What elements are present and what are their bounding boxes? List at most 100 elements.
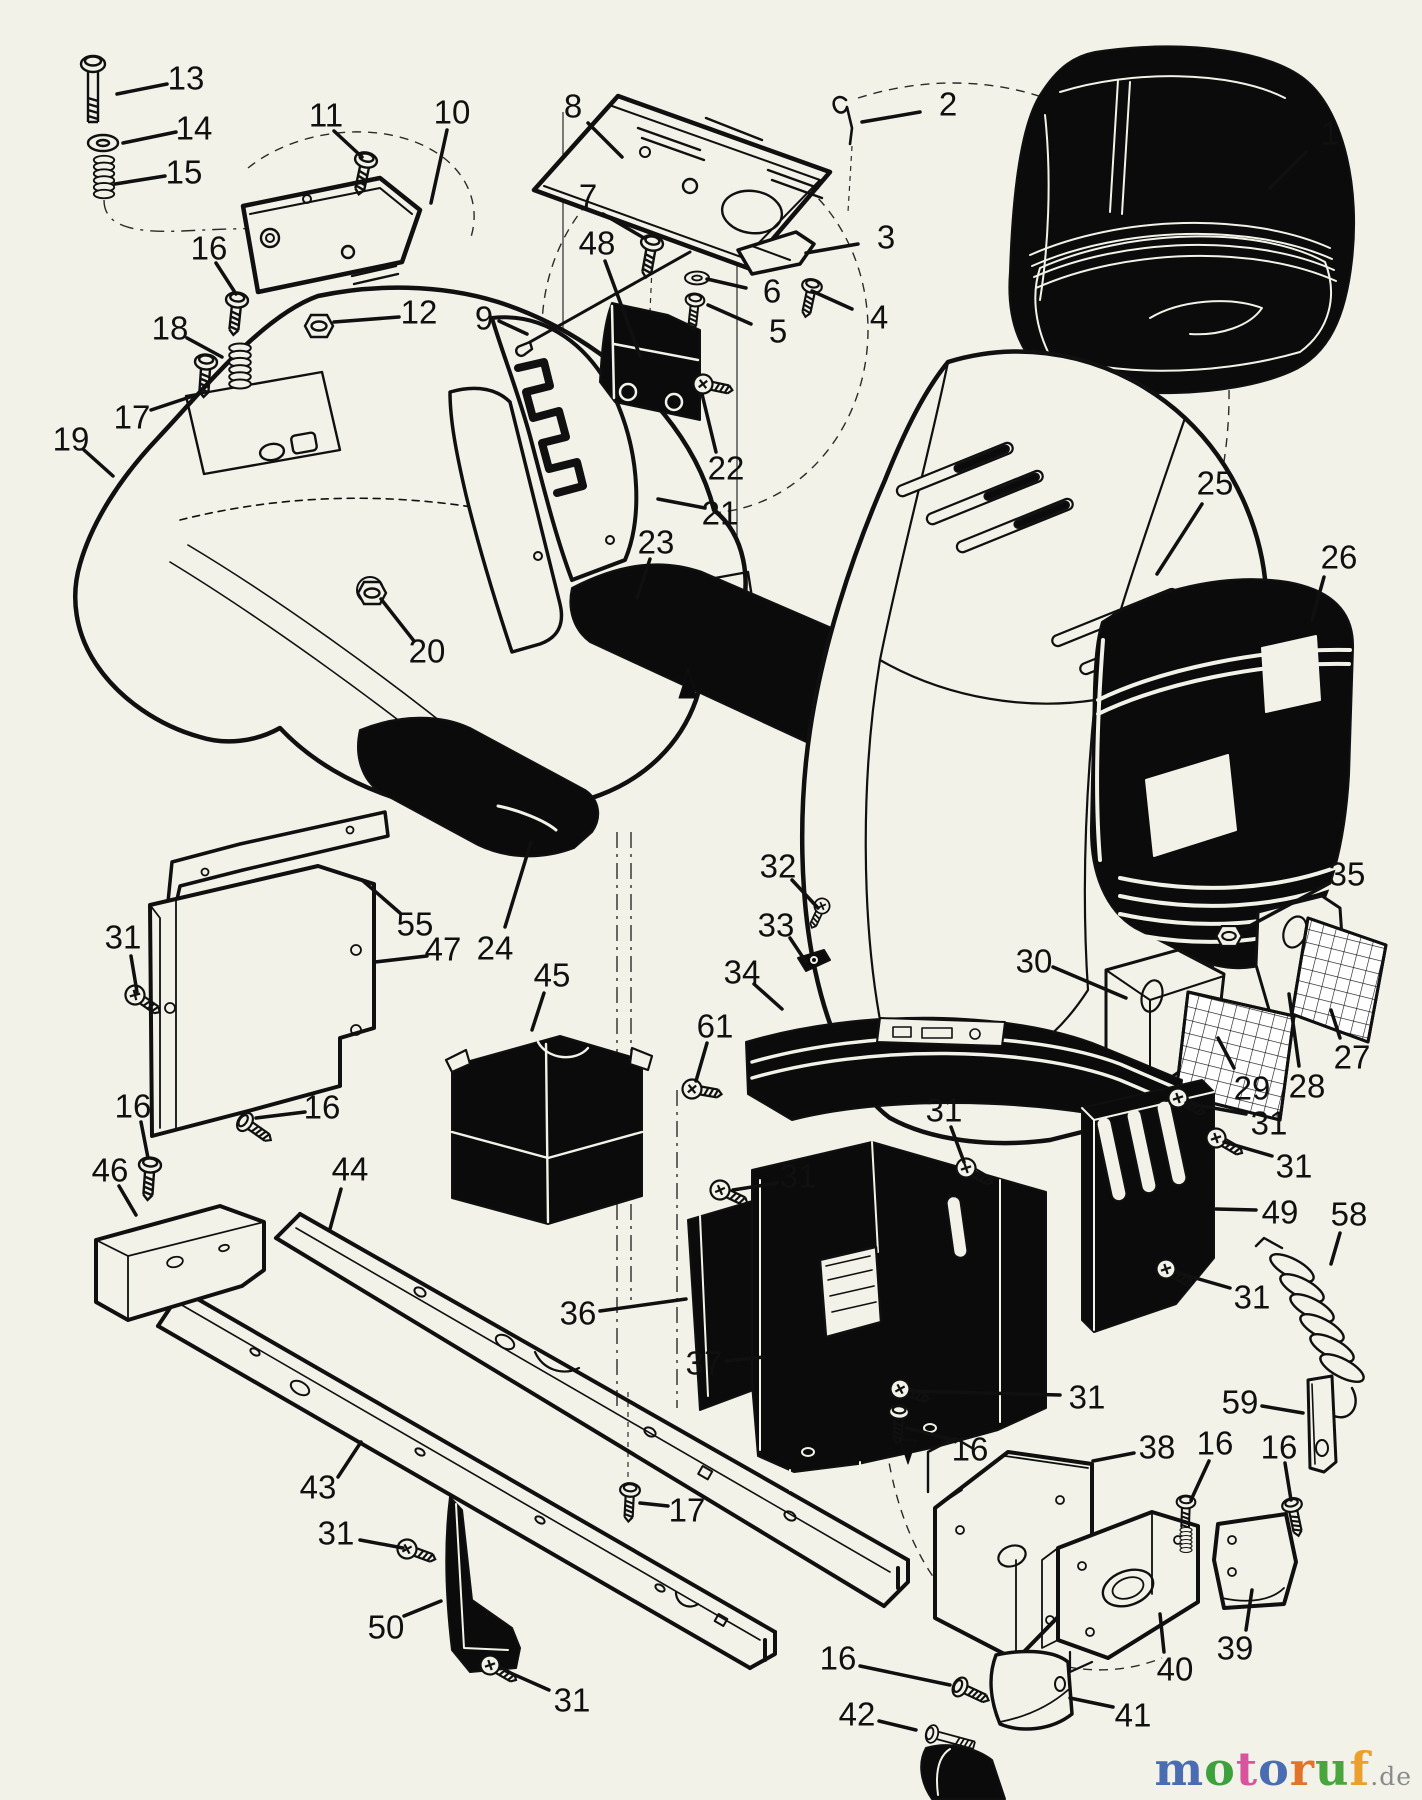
part-label-37: 37 bbox=[686, 1345, 766, 1382]
leader-line bbox=[598, 1297, 688, 1313]
part-label-3: 3 bbox=[804, 219, 895, 256]
part-label-8: 8 bbox=[564, 88, 624, 159]
part-number: 16 bbox=[115, 1088, 152, 1125]
part-label-27: 27 bbox=[1329, 1008, 1370, 1076]
part-number: 31 bbox=[105, 919, 142, 956]
part-seat-1 bbox=[1008, 45, 1356, 395]
part-number: 1 bbox=[1321, 115, 1339, 152]
part-bracket-46 bbox=[94, 1204, 266, 1322]
leader-line bbox=[752, 982, 784, 1011]
part-label-17: 17 bbox=[638, 1492, 705, 1529]
part-label-16: 16 bbox=[905, 1426, 988, 1468]
part-label-19: 19 bbox=[53, 421, 115, 478]
part-number: 6 bbox=[763, 273, 781, 310]
leader-line bbox=[731, 1181, 779, 1192]
part-label-16: 16 bbox=[191, 230, 238, 296]
part-number: 49 bbox=[1262, 1194, 1299, 1231]
leader-line bbox=[1240, 882, 1330, 932]
part-number: 25 bbox=[1197, 465, 1234, 502]
part-frame-rail-44 bbox=[274, 1212, 910, 1608]
part-label-45: 45 bbox=[530, 957, 570, 1032]
part-label-42: 42 bbox=[839, 1696, 918, 1733]
part-label-10: 10 bbox=[429, 94, 470, 205]
assembly-arrow-down-icon bbox=[899, 1439, 917, 1465]
part-bracket-40 bbox=[1041, 1510, 1200, 1674]
part-number: 19 bbox=[53, 421, 90, 458]
part-number: 44 bbox=[332, 1151, 369, 1188]
part-number: 8 bbox=[564, 88, 582, 125]
part-number: 26 bbox=[1321, 539, 1358, 576]
part-label-33: 33 bbox=[758, 907, 808, 964]
leader-line bbox=[1268, 150, 1308, 190]
part-label-11: 11 bbox=[309, 97, 364, 159]
leader-line bbox=[1329, 1008, 1342, 1040]
leader-line bbox=[905, 1426, 955, 1442]
part-number: 55 bbox=[397, 906, 434, 943]
part-number: 12 bbox=[401, 294, 438, 331]
leader-line bbox=[530, 991, 546, 1032]
part-number: 42 bbox=[839, 1696, 876, 1733]
watermark-letter: m bbox=[1154, 1742, 1205, 1796]
leader-line bbox=[603, 259, 642, 358]
leader-line bbox=[332, 315, 401, 324]
part-number: 31 bbox=[554, 1682, 591, 1719]
leader-line bbox=[694, 1041, 709, 1083]
part-label-31: 31 bbox=[318, 1515, 405, 1552]
part-label-29: 29 bbox=[1216, 1036, 1270, 1107]
part-label-47: 47 bbox=[373, 931, 462, 968]
part-label-30: 30 bbox=[1016, 943, 1128, 1000]
leader-line bbox=[1216, 1036, 1236, 1070]
leader-line bbox=[1329, 1231, 1342, 1266]
washer-6-icon bbox=[684, 270, 710, 286]
part-label-31: 31 bbox=[1222, 1140, 1312, 1185]
part-number: 16 bbox=[1261, 1429, 1298, 1466]
part-label-46: 46 bbox=[92, 1152, 138, 1217]
part-label-38: 38 bbox=[1091, 1429, 1175, 1466]
part-label-16: 16 bbox=[115, 1088, 152, 1160]
leader-line bbox=[185, 336, 224, 359]
part-number: 36 bbox=[560, 1295, 597, 1332]
leader-line bbox=[373, 954, 429, 964]
part-number: 33 bbox=[758, 907, 795, 944]
part-label-15: 15 bbox=[113, 154, 202, 191]
part-label-26: 26 bbox=[1310, 539, 1358, 622]
part-number: 47 bbox=[425, 931, 462, 968]
part-label-2: 2 bbox=[860, 86, 957, 124]
leader-line bbox=[1155, 502, 1204, 576]
part-side-skirt-49 bbox=[1081, 1079, 1215, 1333]
part-label-40: 40 bbox=[1157, 1612, 1193, 1688]
part-number: 32 bbox=[760, 848, 797, 885]
part-label-16: 16 bbox=[820, 1640, 952, 1687]
leader-line bbox=[790, 878, 820, 910]
part-label-48: 48 bbox=[579, 225, 642, 358]
watermark-letter: r bbox=[1289, 1742, 1315, 1796]
part-label-28: 28 bbox=[1287, 992, 1325, 1105]
leader-line bbox=[1176, 1271, 1232, 1290]
part-footrest-pad-24 bbox=[357, 716, 600, 858]
leader-line bbox=[586, 121, 624, 159]
part-number: 39 bbox=[1217, 1630, 1254, 1667]
part-label-4: 4 bbox=[810, 289, 888, 336]
part-number: 7 bbox=[579, 178, 597, 215]
part-number: 31 bbox=[780, 1158, 817, 1195]
leader-line bbox=[497, 319, 529, 336]
leader-line bbox=[503, 840, 533, 929]
part-number: 30 bbox=[1016, 943, 1053, 980]
part-label-25: 25 bbox=[1155, 465, 1234, 576]
leader-line bbox=[402, 1599, 443, 1618]
part-label-36: 36 bbox=[560, 1295, 688, 1332]
part-number: 48 bbox=[579, 225, 616, 262]
leader-line bbox=[1287, 992, 1301, 1068]
part-grille-26 bbox=[1089, 578, 1355, 970]
watermark-main: motoruf bbox=[1154, 1742, 1370, 1796]
leader-line bbox=[724, 1355, 766, 1363]
part-number: 23 bbox=[638, 524, 675, 561]
part-bracket-48 bbox=[599, 302, 701, 421]
part-number: 34 bbox=[724, 954, 761, 991]
part-label-16: 16 bbox=[254, 1089, 340, 1126]
leader-line bbox=[328, 1187, 343, 1231]
spring-15-icon bbox=[92, 154, 116, 200]
watermark: motoruf.de bbox=[1154, 1742, 1412, 1796]
leader-line bbox=[656, 497, 707, 510]
